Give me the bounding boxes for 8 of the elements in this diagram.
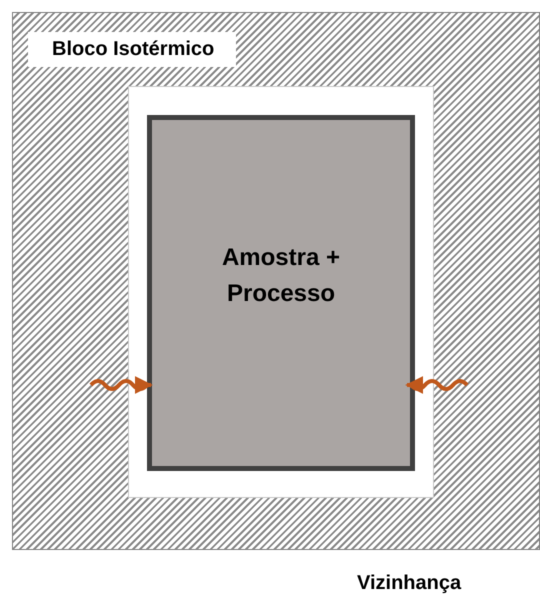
isothermal-block <box>12 12 540 550</box>
sample-box <box>147 115 415 471</box>
heat-flow-arrow <box>90 376 153 394</box>
surroundings-label: Vizinhança <box>357 572 462 595</box>
sample-label: Amostra + Processo <box>220 243 342 309</box>
cavity <box>128 86 434 498</box>
heat-flow-arrow <box>405 376 468 394</box>
block-title: Bloco Isotérmico <box>28 32 236 67</box>
